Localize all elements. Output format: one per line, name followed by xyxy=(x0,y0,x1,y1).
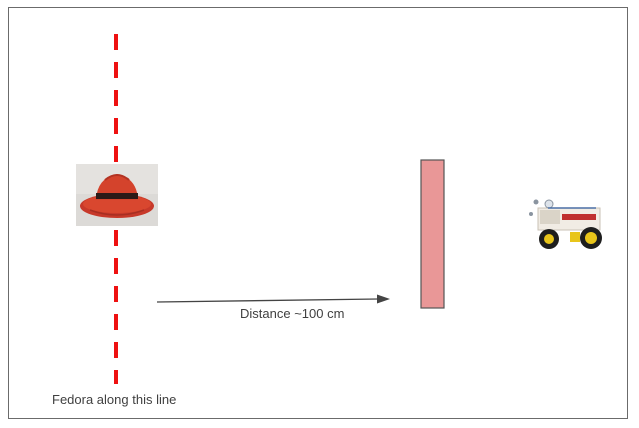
distance-label: Distance ~100 cm xyxy=(240,306,345,321)
fedora-line-label: Fedora along this line xyxy=(52,392,177,407)
distance-arrow xyxy=(156,294,390,304)
fedora-hat-image xyxy=(76,164,158,226)
robot-car-image xyxy=(529,199,602,249)
barrier-wall xyxy=(420,159,445,309)
